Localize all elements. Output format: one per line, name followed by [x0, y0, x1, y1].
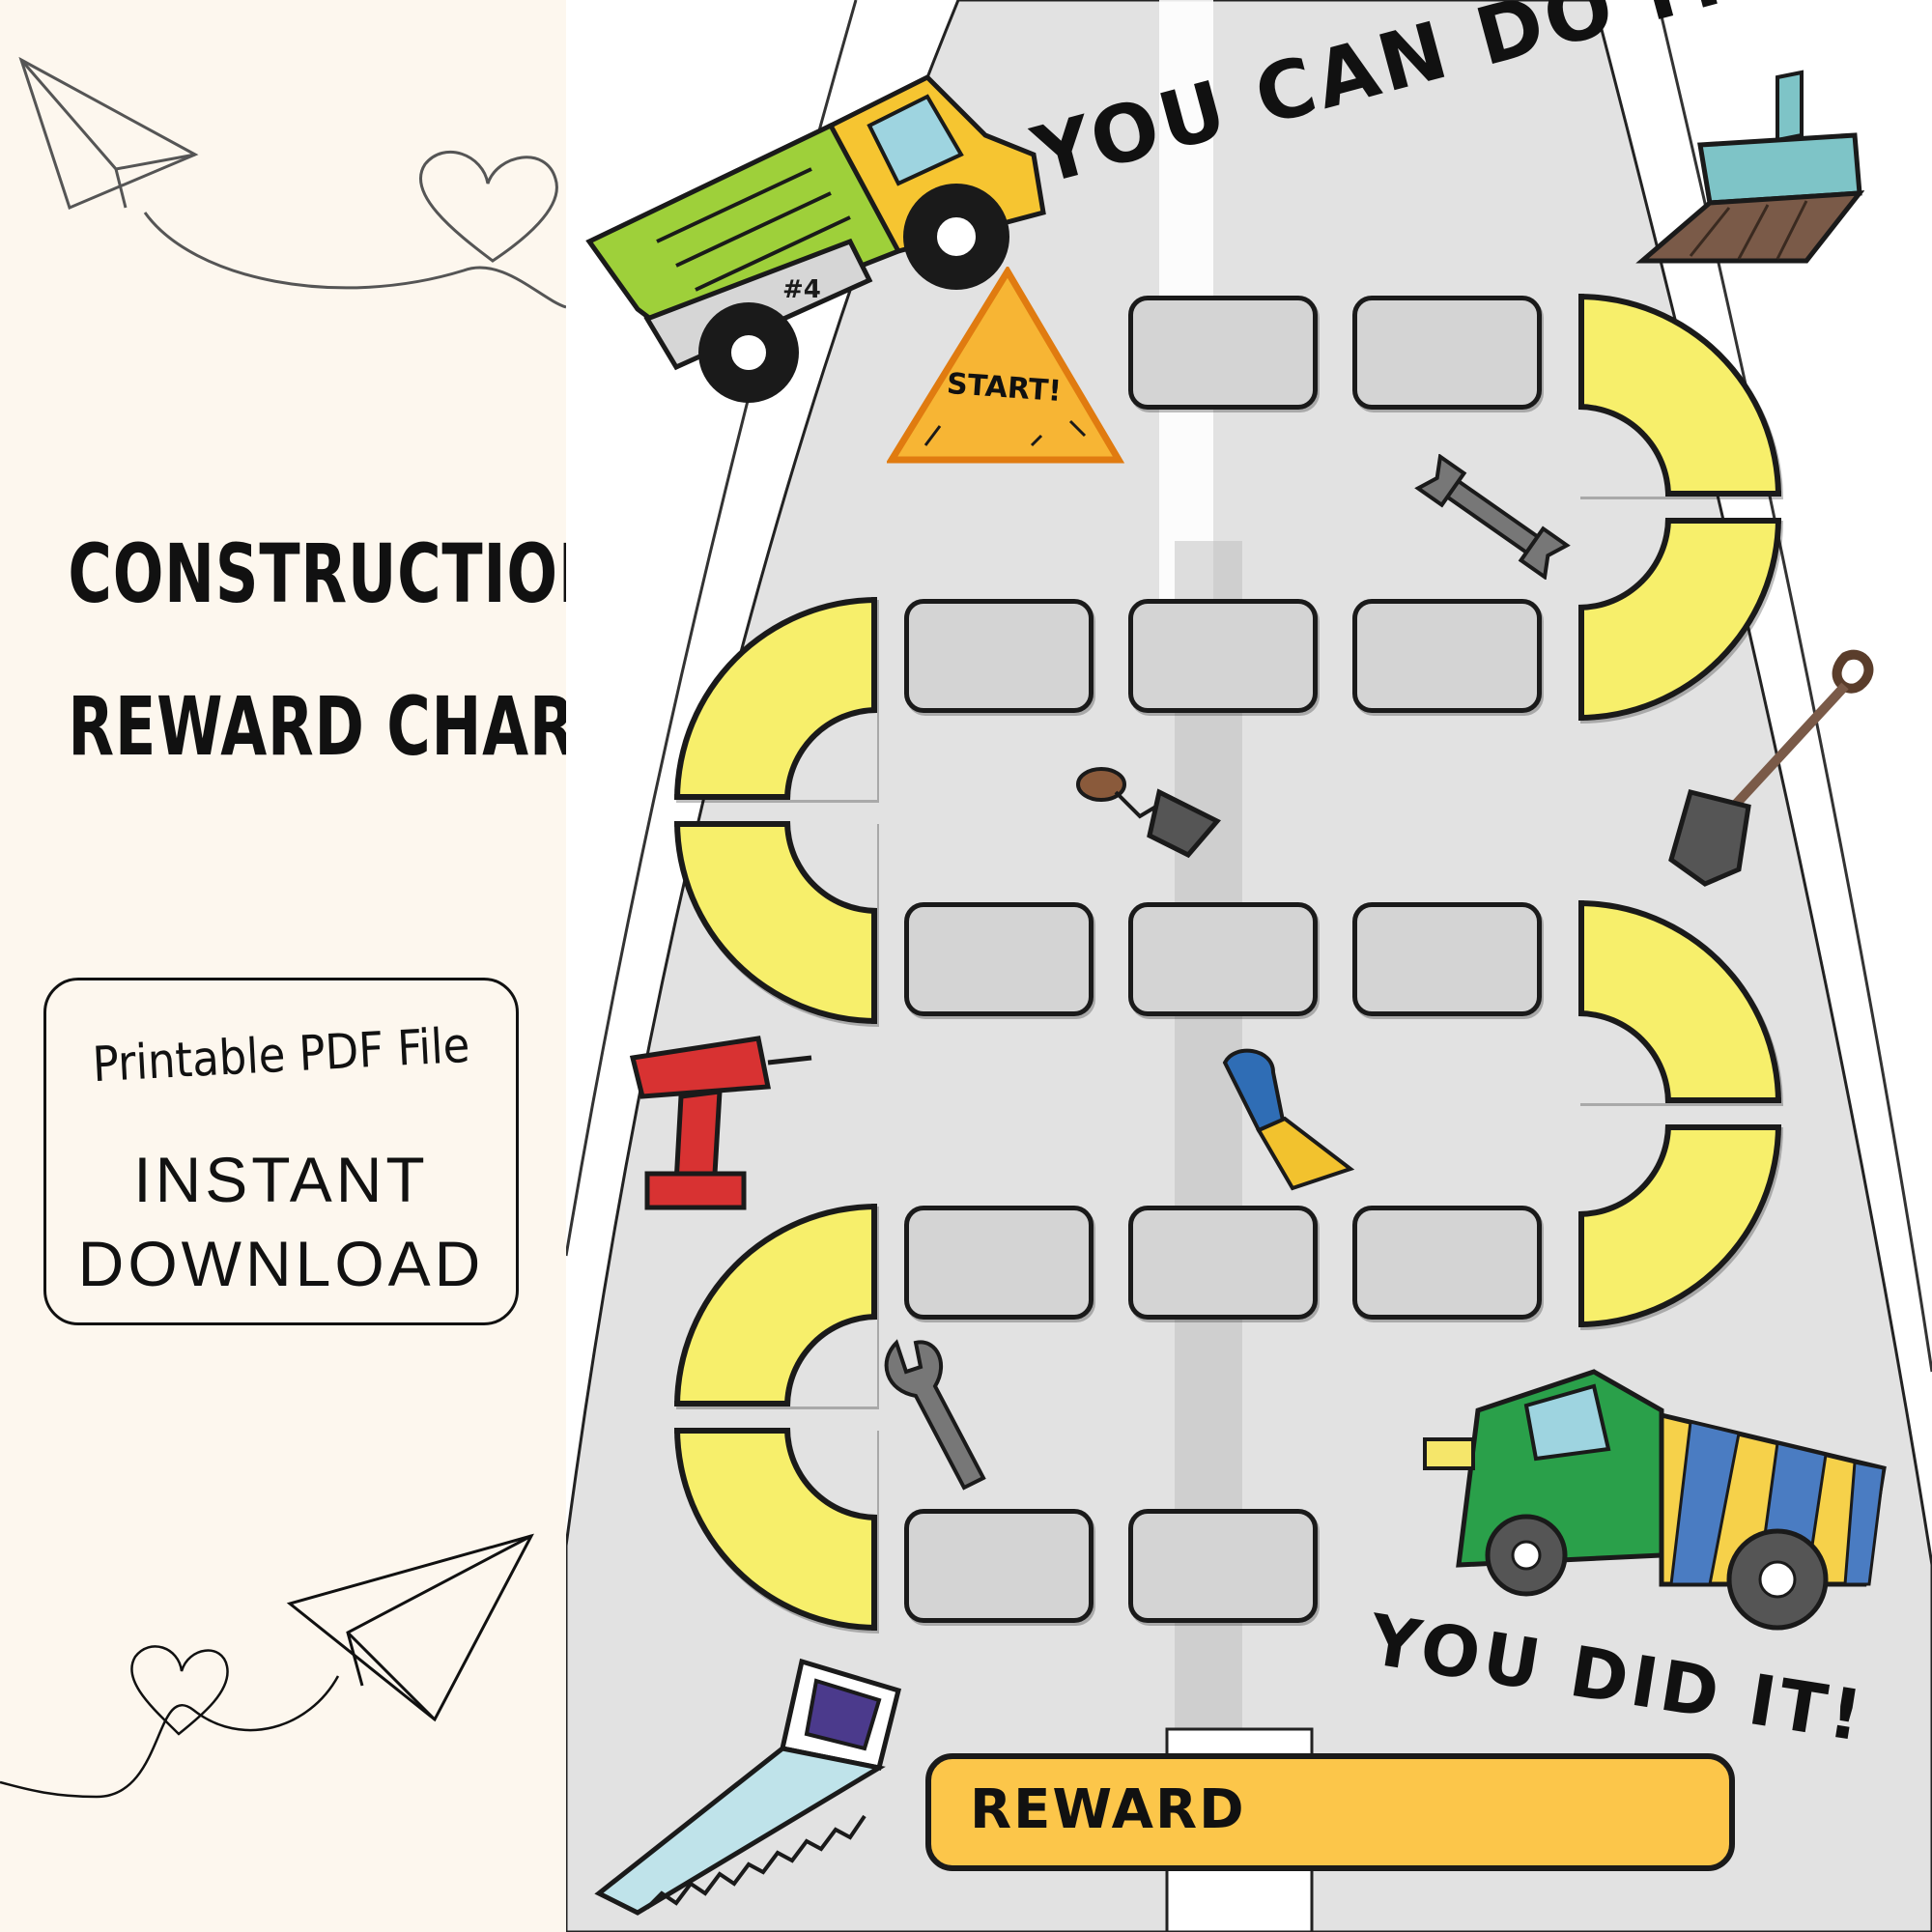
left-decorations [0, 56, 566, 1799]
path-tile[interactable] [1352, 599, 1542, 713]
reward-label: REWARD [970, 1778, 1246, 1841]
putty-knife-icon [1222, 1048, 1355, 1191]
path-tile[interactable] [1352, 296, 1542, 410]
path-tile[interactable] [904, 1206, 1094, 1320]
info-line-instant: INSTANT [133, 1144, 429, 1215]
path-tile[interactable] [1128, 296, 1318, 410]
trail-line [143, 212, 566, 309]
info-subtitle: Printable PDF File [91, 1016, 471, 1094]
paper-plane-icon [286, 1533, 534, 1722]
path-tile[interactable] [904, 599, 1094, 713]
paper-plane-icon [18, 56, 199, 211]
path-tile[interactable] [1352, 902, 1542, 1016]
path-tile[interactable] [1128, 1206, 1318, 1320]
left-panel: CONSTRUCTION REWARD CHART Printable PDF … [0, 0, 566, 1932]
trowel-icon [1076, 767, 1221, 859]
path-tile[interactable] [1128, 1509, 1318, 1623]
path-tile[interactable] [1128, 902, 1318, 1016]
trail-line [0, 1675, 340, 1799]
paint-brush-icon [1635, 70, 1864, 264]
dump-truck-icon: #4 [585, 73, 1046, 403]
path-tile[interactable] [904, 1509, 1094, 1623]
info-line-download: DOWNLOAD [77, 1228, 485, 1299]
heart-icon [130, 1645, 229, 1736]
path-tile[interactable] [1128, 599, 1318, 713]
path-tile[interactable] [1352, 1206, 1542, 1320]
start-sign-icon [887, 267, 1125, 464]
page-title: CONSTRUCTION REWARD CHART [68, 497, 566, 803]
title-line-1: CONSTRUCTION [68, 526, 566, 621]
wrench-icon [884, 1339, 986, 1491]
cement-mixer-icon [1423, 1369, 1887, 1631]
title-line-2: REWARD CHART [68, 679, 566, 774]
path-tile[interactable] [904, 902, 1094, 1016]
truck-number: #4 [782, 275, 821, 304]
heart-icon [418, 150, 558, 263]
drill-icon [629, 1036, 812, 1210]
saw-icon [594, 1658, 902, 1916]
reward-field[interactable]: REWARD [925, 1753, 1735, 1871]
shovel-icon [1668, 649, 1874, 887]
info-box: Printable PDF File INSTANT DOWNLOAD [43, 978, 519, 1325]
wrench-icon [1414, 454, 1571, 580]
